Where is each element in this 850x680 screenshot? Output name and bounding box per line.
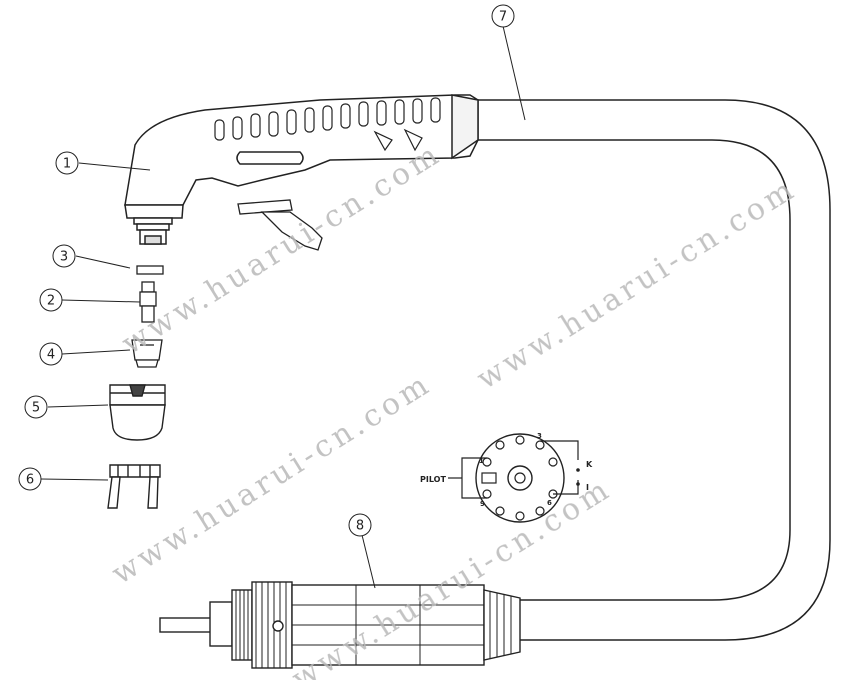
i-label: I (586, 483, 589, 492)
part-6-spacer (107, 464, 161, 509)
trigger-lever (237, 199, 323, 251)
callout-leaders (40, 25, 526, 589)
part-3-plate (136, 265, 164, 275)
callout-2: 2 (39, 288, 63, 312)
callout-label-2: 2 (47, 294, 55, 309)
callout-label-8: 8 (356, 519, 364, 534)
part-8-connector (159, 581, 521, 669)
callout-label-6: 6 (26, 473, 34, 488)
part-4-swirl-ring (131, 339, 163, 368)
callout-label-5: 5 (32, 401, 40, 416)
callout-8: 8 (348, 513, 372, 537)
callout-4: 4 (39, 342, 63, 366)
handle-grip-ribs (214, 97, 441, 152)
callout-label-1: 1 (63, 157, 71, 172)
callout-7: 7 (491, 4, 515, 28)
hose-cable (478, 99, 831, 641)
callout-5: 5 (24, 395, 48, 419)
callout-label-7: 7 (499, 10, 507, 25)
watermark-text: www.huarui-cn.com (471, 171, 803, 397)
callout-label-4: 4 (47, 348, 55, 363)
callout-1: 1 (55, 151, 79, 175)
pin-connector-diagram: PILOT K I 1 3 6 9 (420, 432, 593, 523)
k-label: K (586, 460, 593, 469)
pin-label-6: 6 (547, 499, 552, 507)
watermark-group: www.huarui-cn.com www.huarui-cn.com www.… (106, 136, 803, 680)
pin-label-3: 3 (537, 432, 542, 440)
part-2-electrode (139, 281, 157, 323)
connector-pins (482, 435, 558, 521)
part-5-nozzle (109, 384, 166, 441)
pin-label-9: 9 (480, 500, 485, 508)
callout-label-3: 3 (60, 250, 68, 265)
torch-head-handle (124, 94, 479, 245)
callout-6: 6 (18, 467, 42, 491)
callout-3: 3 (52, 244, 76, 268)
pin-label-1: 1 (479, 457, 484, 465)
pilot-label: PILOT (420, 475, 446, 484)
